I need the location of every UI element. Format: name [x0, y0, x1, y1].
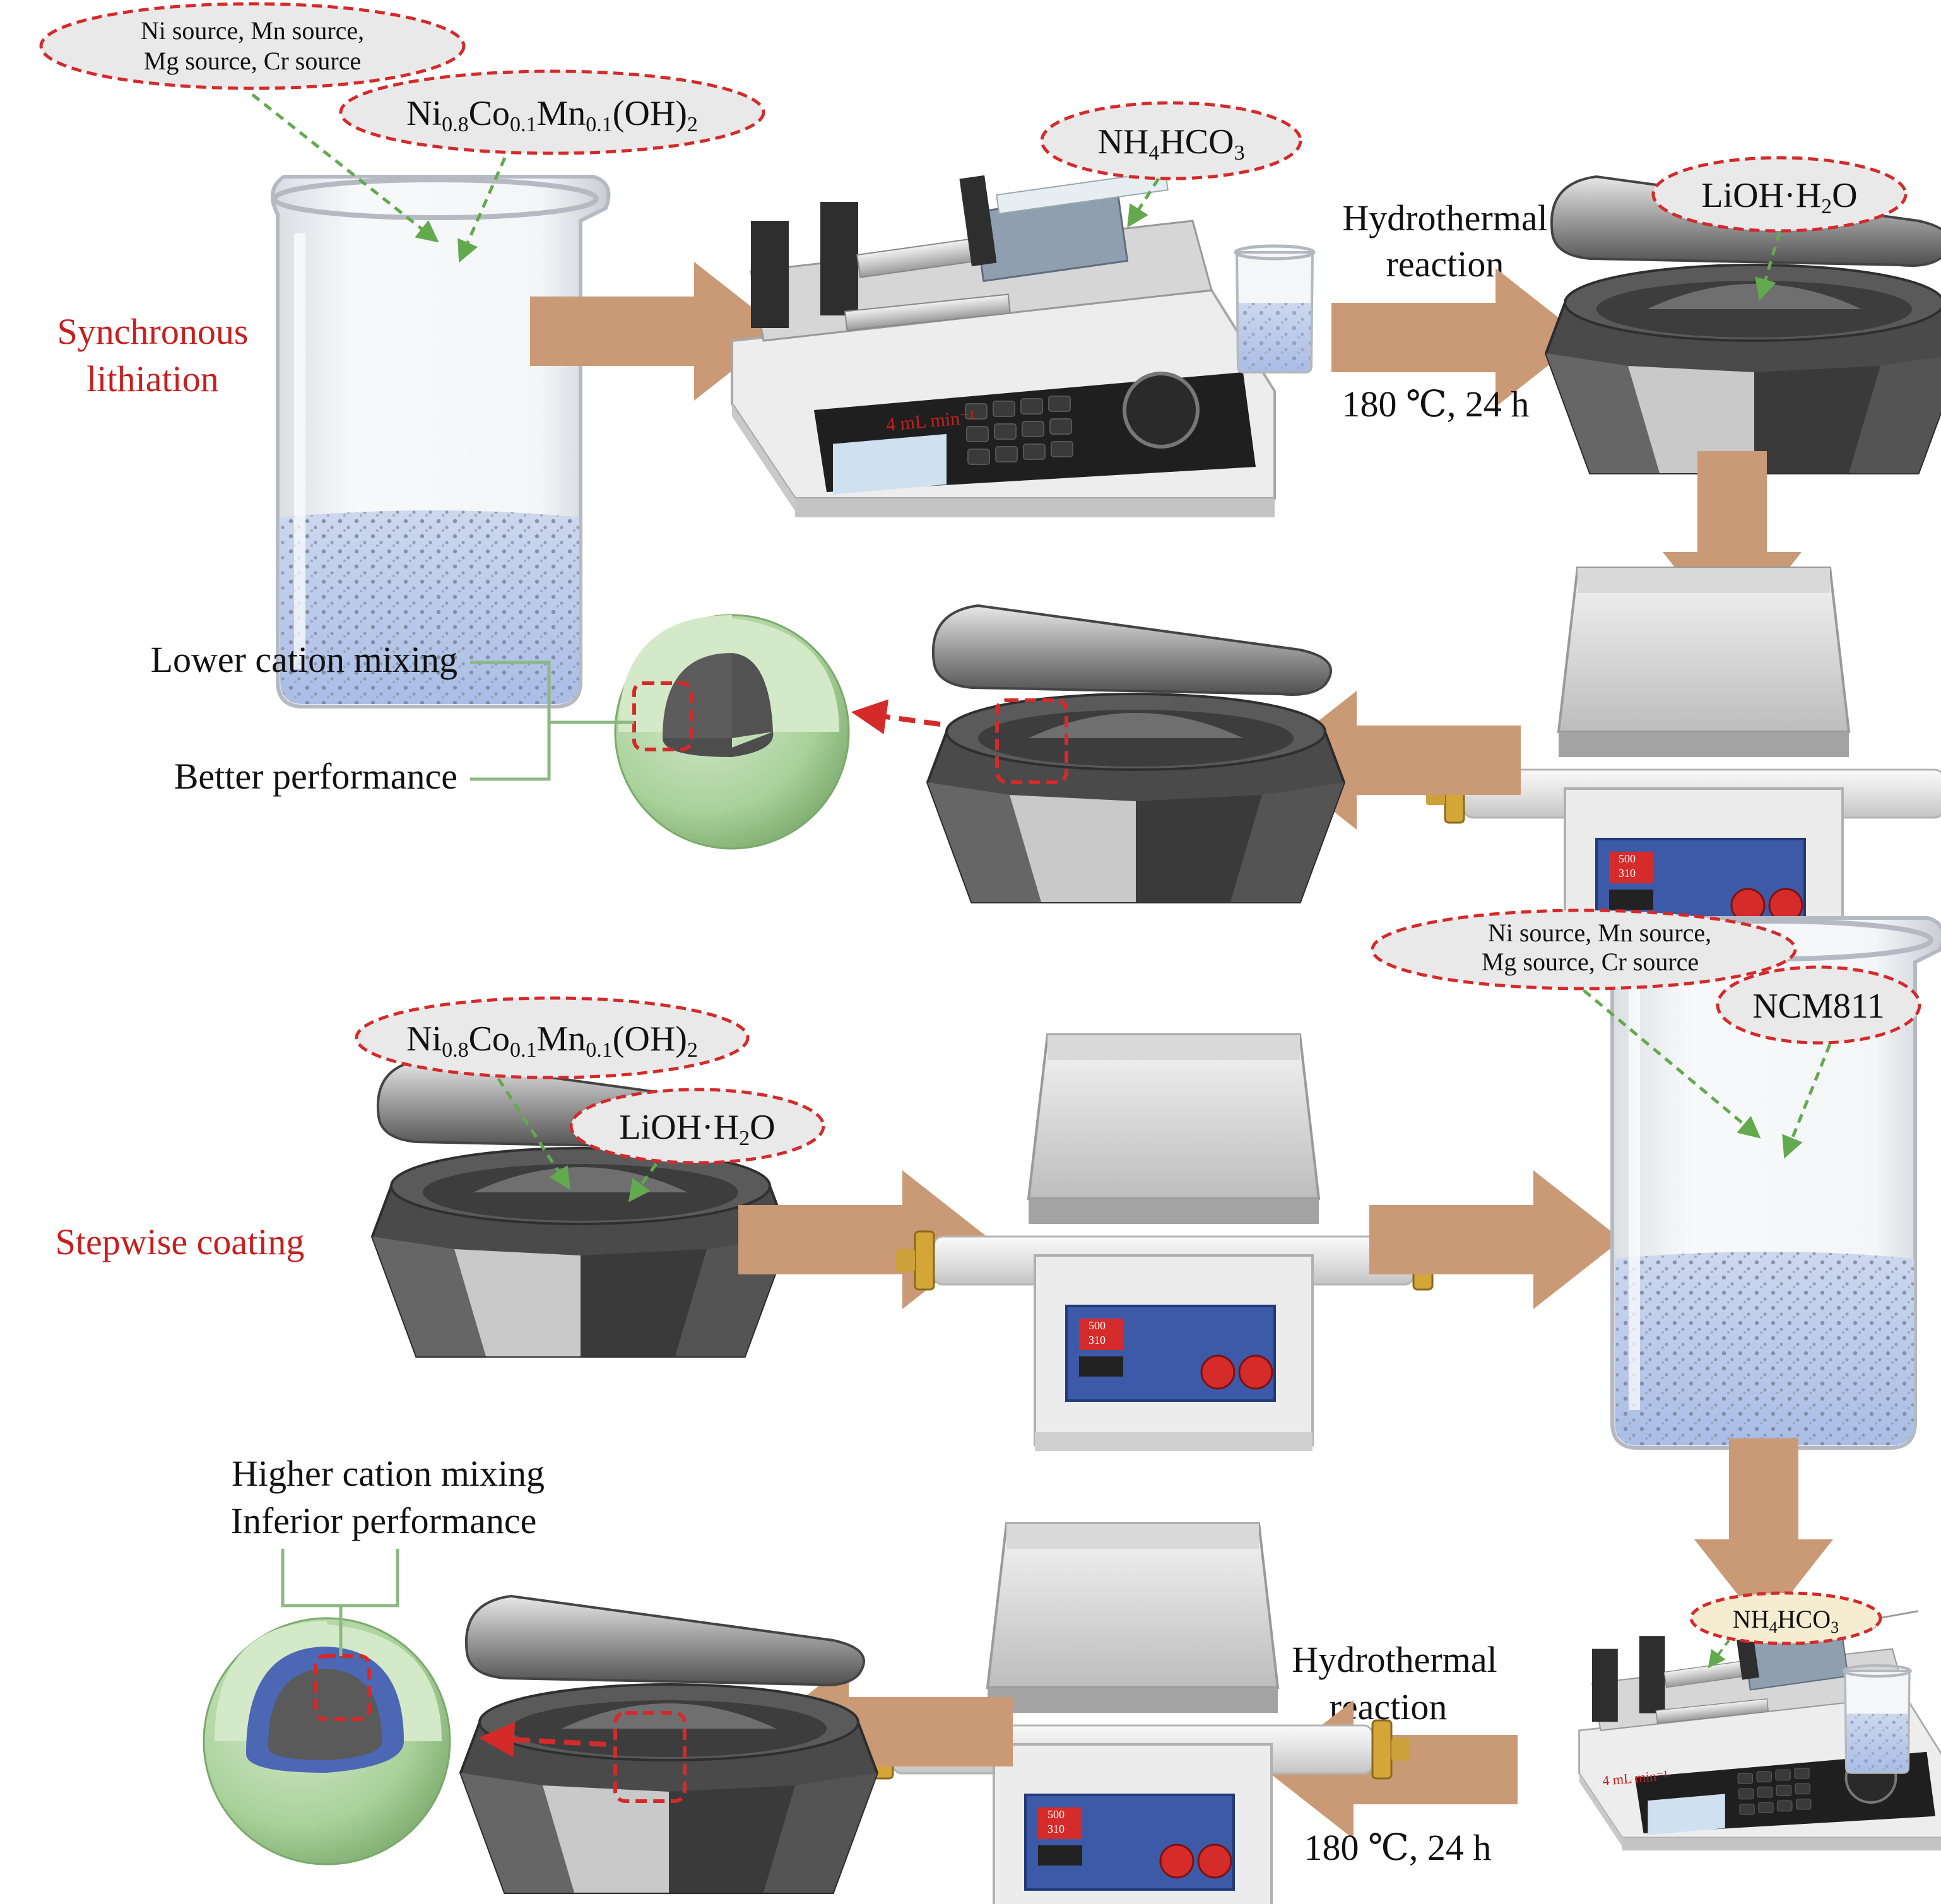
particle-sphere-icon: [203, 1617, 451, 1866]
selection-box: [613, 1711, 687, 1803]
furnace-display-top-1: 500: [1619, 852, 1636, 865]
sources-top-line2: Mg source, Cr source: [144, 47, 361, 75]
green-pointer: [1782, 1043, 1832, 1159]
ncm811-callout: NCM811: [1716, 965, 1921, 1045]
hco3-bottom-sub: 3: [1831, 1618, 1839, 1637]
green-pointer: [628, 1163, 658, 1202]
selection-box: [632, 681, 693, 751]
furnace-display-bottom-2: 310: [1047, 1823, 1065, 1835]
svg-text:NH4HCO3: NH4HCO3: [1097, 122, 1244, 165]
lioh-callout-bottom: LiOH·H2O: [569, 1088, 825, 1165]
precursor-bottom-co-sub: 0.1: [510, 1038, 537, 1062]
lioh-bottom-a: LiOH·H: [619, 1108, 739, 1147]
nh4-bottom-sub: 4: [1769, 1618, 1778, 1637]
mortar-pestle-icon: [926, 604, 1345, 903]
precursor-top-ni: Ni: [406, 94, 442, 133]
green-pointer: [1708, 1639, 1730, 1669]
synchronous-label-line2: lithiation: [86, 358, 218, 399]
precursor-bottom-mn: Mn: [536, 1020, 586, 1059]
green-pointer: [497, 1078, 570, 1190]
nh4-top: NH: [1097, 122, 1148, 162]
lioh-top-sub: 2: [1821, 195, 1832, 218]
green-pointer: [457, 156, 507, 263]
lioh-top-b: O: [1832, 176, 1857, 215]
precursor-top-oh: (OH): [613, 94, 687, 133]
precursor-top-mn: Mn: [536, 94, 586, 133]
precursor-bottom-ni: Ni: [406, 1020, 442, 1059]
red-pointer: [851, 699, 941, 734]
sources-bottom-line2: Mg source, Cr source: [1482, 948, 1699, 976]
hco3-bottom: HCO: [1778, 1605, 1831, 1633]
ncm811-label: NCM811: [1752, 987, 1885, 1026]
hydrothermal-label-bottom-1: Hydrothermal: [1292, 1639, 1497, 1680]
precursor-callout-bottom: Ni0.8Co0.1Mn0.1(OH)2: [355, 996, 750, 1079]
small-beaker-icon: [1844, 1666, 1910, 1773]
furnace-display-mid-2: 310: [1088, 1334, 1106, 1346]
higher-mixing-label: Higher cation mixing: [232, 1453, 545, 1494]
hydrothermal-label-top-2: reaction: [1386, 244, 1504, 285]
small-beaker-icon: [1236, 246, 1314, 372]
precursor-bottom-oh-sub: 2: [687, 1038, 698, 1062]
svg-text:NH4HCO3: NH4HCO3: [1733, 1605, 1839, 1637]
particle-sphere-icon: [614, 614, 850, 850]
green-pointer: [1583, 989, 1761, 1139]
nh4-top-sub: 4: [1148, 141, 1159, 165]
precursor-top-co: Co: [469, 94, 510, 133]
nh4hco3-callout-top: NH4HCO3: [1040, 101, 1302, 180]
bracket-leader: [470, 661, 634, 781]
precursor-top-co-sub: 0.1: [510, 113, 537, 136]
precursor-top-oh-sub: 2: [687, 113, 698, 136]
precursor-top-ni-sub: 0.8: [442, 113, 469, 136]
tube-furnace-icon: [895, 1033, 1453, 1452]
sources-top-line1: Ni source, Mn source,: [141, 16, 364, 45]
nh4hco3-callout-bottom: NH4HCO3: [1689, 1591, 1882, 1645]
lioh-callout-top: LiOH·H2O: [1651, 156, 1908, 233]
precursor-bottom-co: Co: [469, 1020, 510, 1059]
sources-callout-top: Ni source, Mn source, Mg source, Cr sour…: [39, 2, 466, 90]
sources-callout-bottom: Ni source, Mn source, Mg source, Cr sour…: [1371, 908, 1797, 990]
lower-mixing-label: Lower cation mixing: [151, 639, 457, 680]
furnace-display-mid-1: 500: [1088, 1319, 1106, 1332]
selection-box: [995, 698, 1068, 784]
beaker-icon: [273, 177, 609, 707]
mortar-pestle-icon: [459, 1595, 878, 1894]
syringe-pump-icon: [732, 165, 1275, 517]
svg-text:LiOH·H2O: LiOH·H2O: [1701, 176, 1857, 218]
precursor-bottom-mn-sub: 0.1: [586, 1038, 613, 1062]
hydrothermal-label-top-1: Hydrothermal: [1342, 197, 1547, 238]
precursor-top-mn-sub: 0.1: [586, 113, 613, 136]
green-pointer: [251, 93, 439, 243]
lioh-bottom-b: O: [750, 1108, 775, 1147]
hco3-top-sub: 3: [1234, 141, 1245, 165]
lioh-top-a: LiOH·H: [1701, 176, 1821, 215]
inferior-performance-label: Inferior performance: [231, 1500, 537, 1541]
synchronous-label-line1: Synchronous: [57, 311, 249, 352]
sources-bottom-line1: Ni source, Mn source,: [1488, 919, 1711, 947]
red-pointer: [478, 1722, 606, 1758]
furnace-display-bottom-1: 500: [1047, 1808, 1065, 1821]
stepwise-label: Stepwise coating: [56, 1221, 305, 1262]
svg-text:Ni0.8Co0.1Mn0.1(OH)2: Ni0.8Co0.1Mn0.1(OH)2: [406, 94, 698, 136]
precursor-bottom-ni-sub: 0.8: [442, 1038, 469, 1062]
lioh-bottom-sub: 2: [739, 1127, 750, 1150]
conditions-label-top: 180 ℃, 24 h: [1342, 384, 1530, 425]
svg-text:LiOH·H2O: LiOH·H2O: [619, 1108, 775, 1150]
nh4-bottom: NH: [1733, 1605, 1769, 1633]
arrow-right-icon: [1369, 1170, 1622, 1309]
svg-text:Ni0.8Co0.1Mn0.1(OH)2: Ni0.8Co0.1Mn0.1(OH)2: [406, 1020, 698, 1062]
green-pointer: [1755, 232, 1781, 301]
conditions-label-bottom: 180 ℃, 24 h: [1304, 1827, 1492, 1868]
better-performance-label: Better performance: [174, 756, 457, 797]
precursor-bottom-oh: (OH): [613, 1020, 687, 1059]
hco3-top: HCO: [1159, 122, 1234, 162]
furnace-display-top-2: 310: [1619, 867, 1636, 879]
bracket-leader: [281, 1549, 399, 1656]
precursor-callout-top: Ni0.8Co0.1Mn0.1(OH)2: [339, 69, 765, 155]
